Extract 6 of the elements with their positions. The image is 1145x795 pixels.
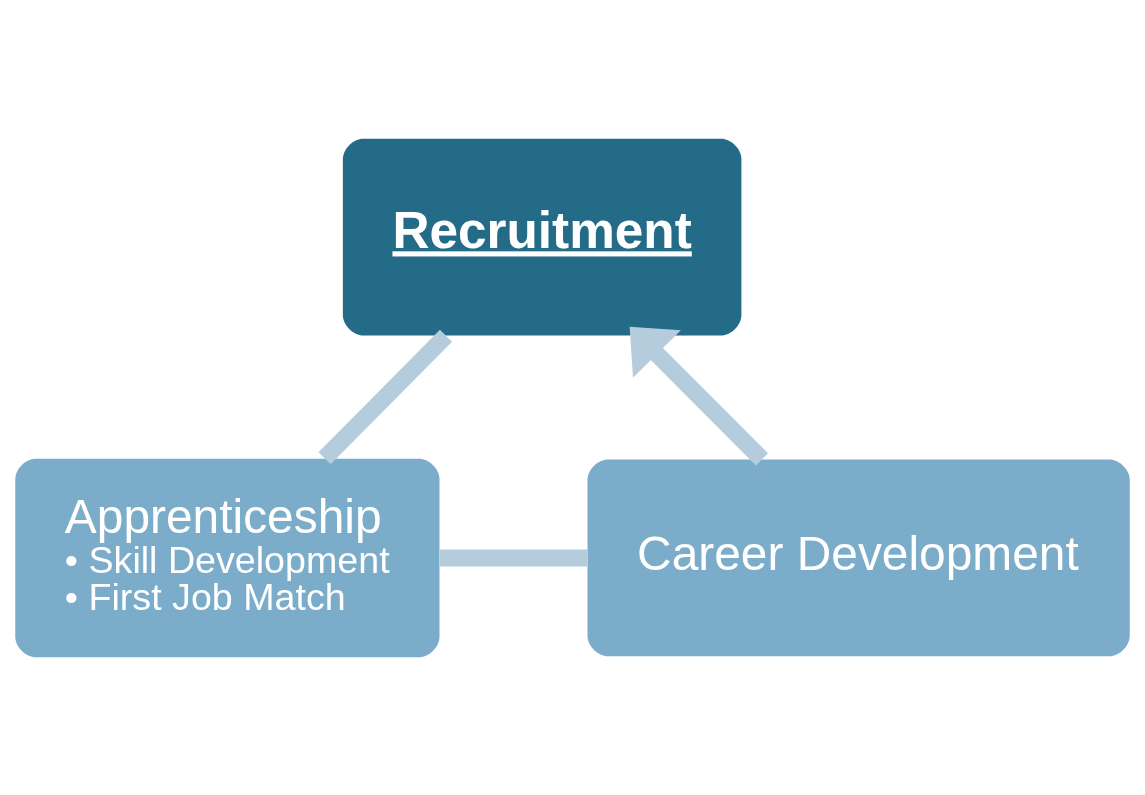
node-box: Recruitment — [342, 138, 742, 336]
node-box: Apprenticeship • Skill Development • First Job Match — [15, 458, 440, 657]
connector — [318, 329, 453, 464]
connector — [440, 548, 588, 566]
node-box: Career Development — [587, 459, 1130, 656]
arrow — [629, 326, 769, 465]
